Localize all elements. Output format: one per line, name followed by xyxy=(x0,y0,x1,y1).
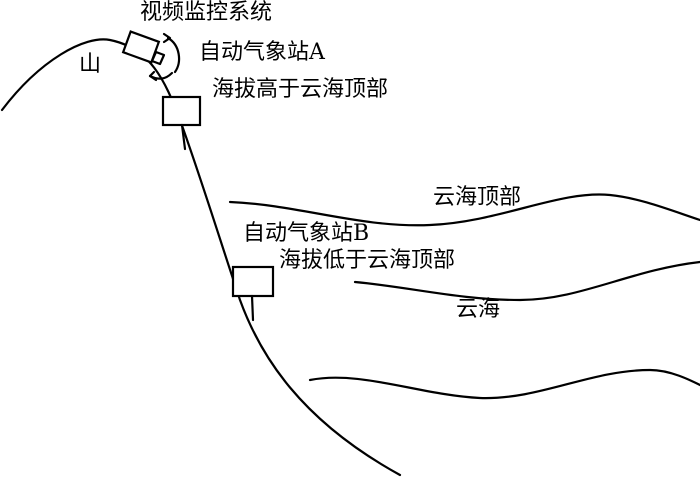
cloud-sea-label: 云海 xyxy=(456,297,501,322)
station-b-description: 海拔低于云海顶部 xyxy=(279,248,456,273)
rotation-arrows-icon xyxy=(148,32,181,82)
cloud-sea-top-label: 云海顶部 xyxy=(433,185,522,210)
station-b-label: 自动气象站B xyxy=(243,221,370,246)
camera-icon xyxy=(121,30,166,66)
weather-station-b-icon xyxy=(231,265,275,322)
cloud-sea-lower-line xyxy=(308,368,700,400)
station-a-description: 海拔高于云海顶部 xyxy=(212,77,389,102)
weather-station-a-icon xyxy=(161,95,202,151)
cloud-sea-middle-line xyxy=(353,260,700,302)
mountain-outline xyxy=(0,38,402,477)
video-system-label: 视频监控系统 xyxy=(140,0,273,25)
station-a-label: 自动气象站A xyxy=(199,40,325,65)
mountain-label: 山 xyxy=(79,52,102,77)
cloud-sea-top-line xyxy=(228,193,700,227)
